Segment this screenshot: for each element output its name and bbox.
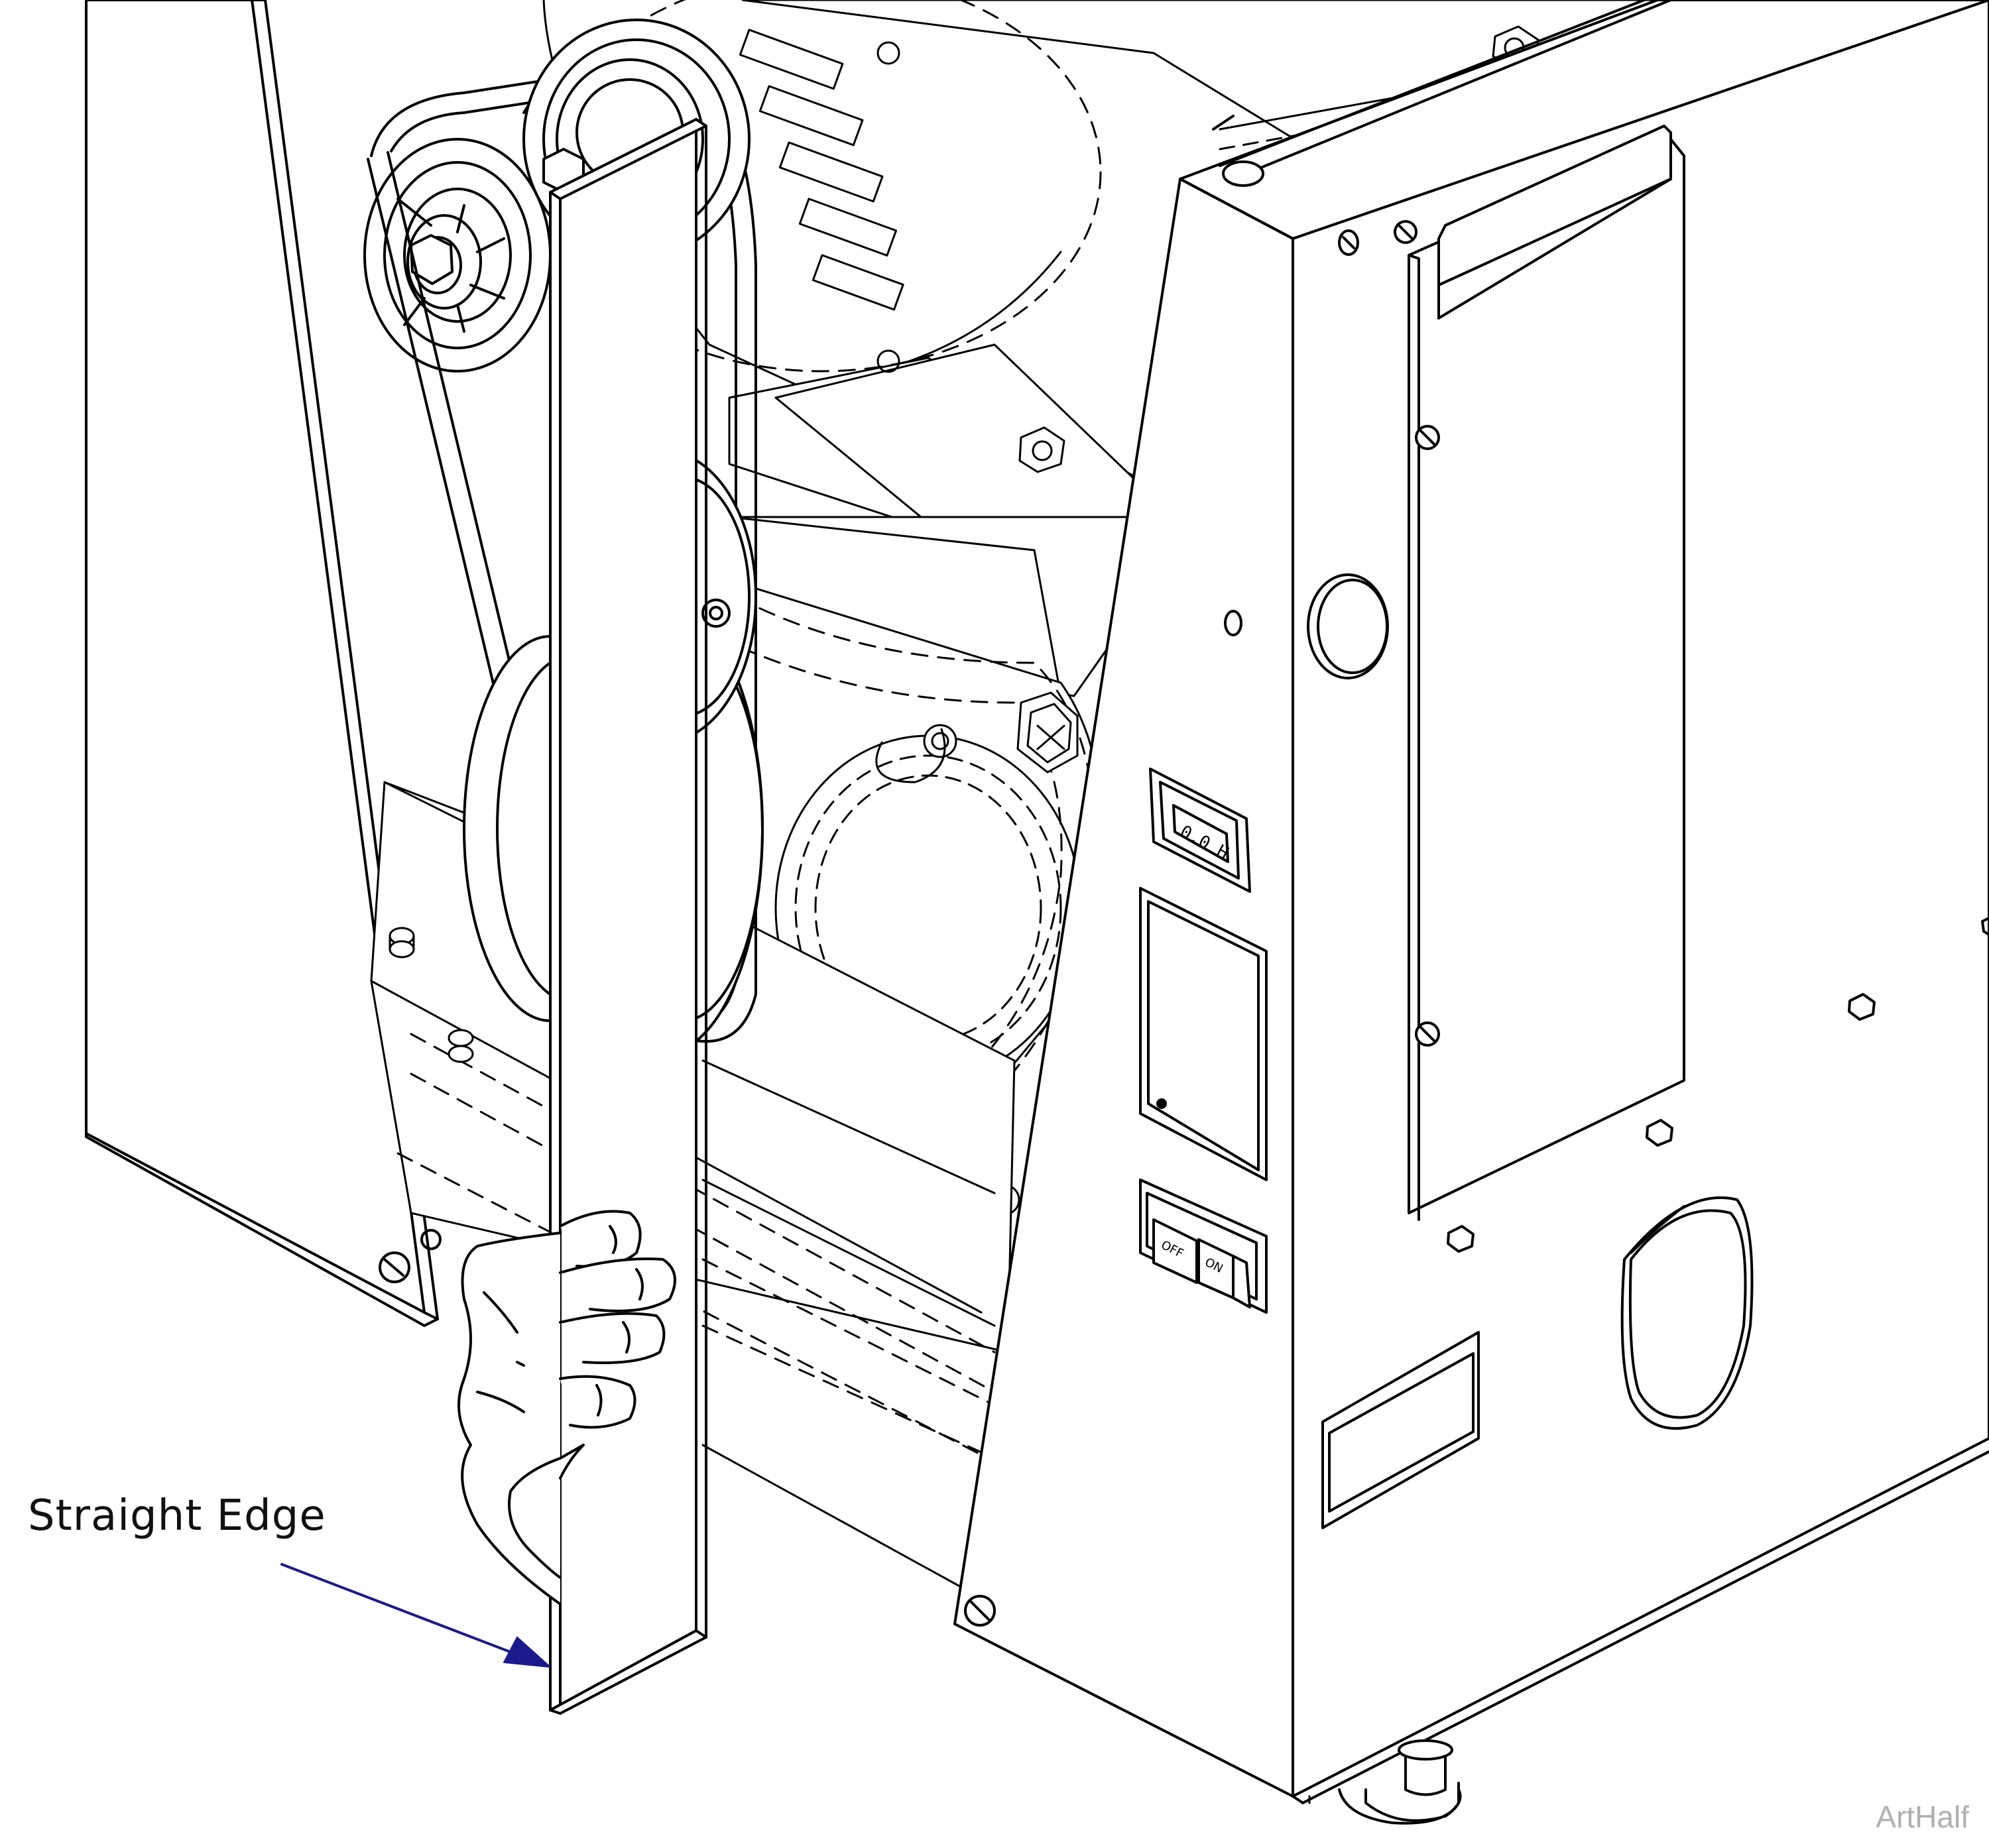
bolt-icon	[876, 41, 900, 65]
watermark: ArtHalf	[1876, 1800, 1969, 1834]
hand-illustration	[457, 1210, 676, 1605]
callout-arrow	[280, 1563, 551, 1668]
side-oval-cutout	[1620, 1196, 1754, 1430]
panel-hole	[420, 1229, 442, 1250]
straight-edge	[549, 118, 707, 1715]
idler-pulley	[363, 138, 552, 373]
straight-edge-label: Straight Edge	[28, 1491, 326, 1540]
leveling-foot	[1338, 1739, 1462, 1825]
hex-bolt	[1018, 426, 1065, 473]
side-cover-plate	[1394, 125, 1989, 1253]
left-side-panel	[85, 0, 442, 1327]
label-plate	[1321, 1331, 1480, 1529]
bolt-icon	[876, 349, 900, 373]
access-panel	[1139, 887, 1268, 1181]
drain-plug	[1016, 691, 1079, 774]
power-switch[interactable]: OFF ON	[1139, 1179, 1268, 1314]
bolt-icon	[923, 724, 957, 758]
hour-meter: 0.0 H	[1149, 768, 1251, 893]
